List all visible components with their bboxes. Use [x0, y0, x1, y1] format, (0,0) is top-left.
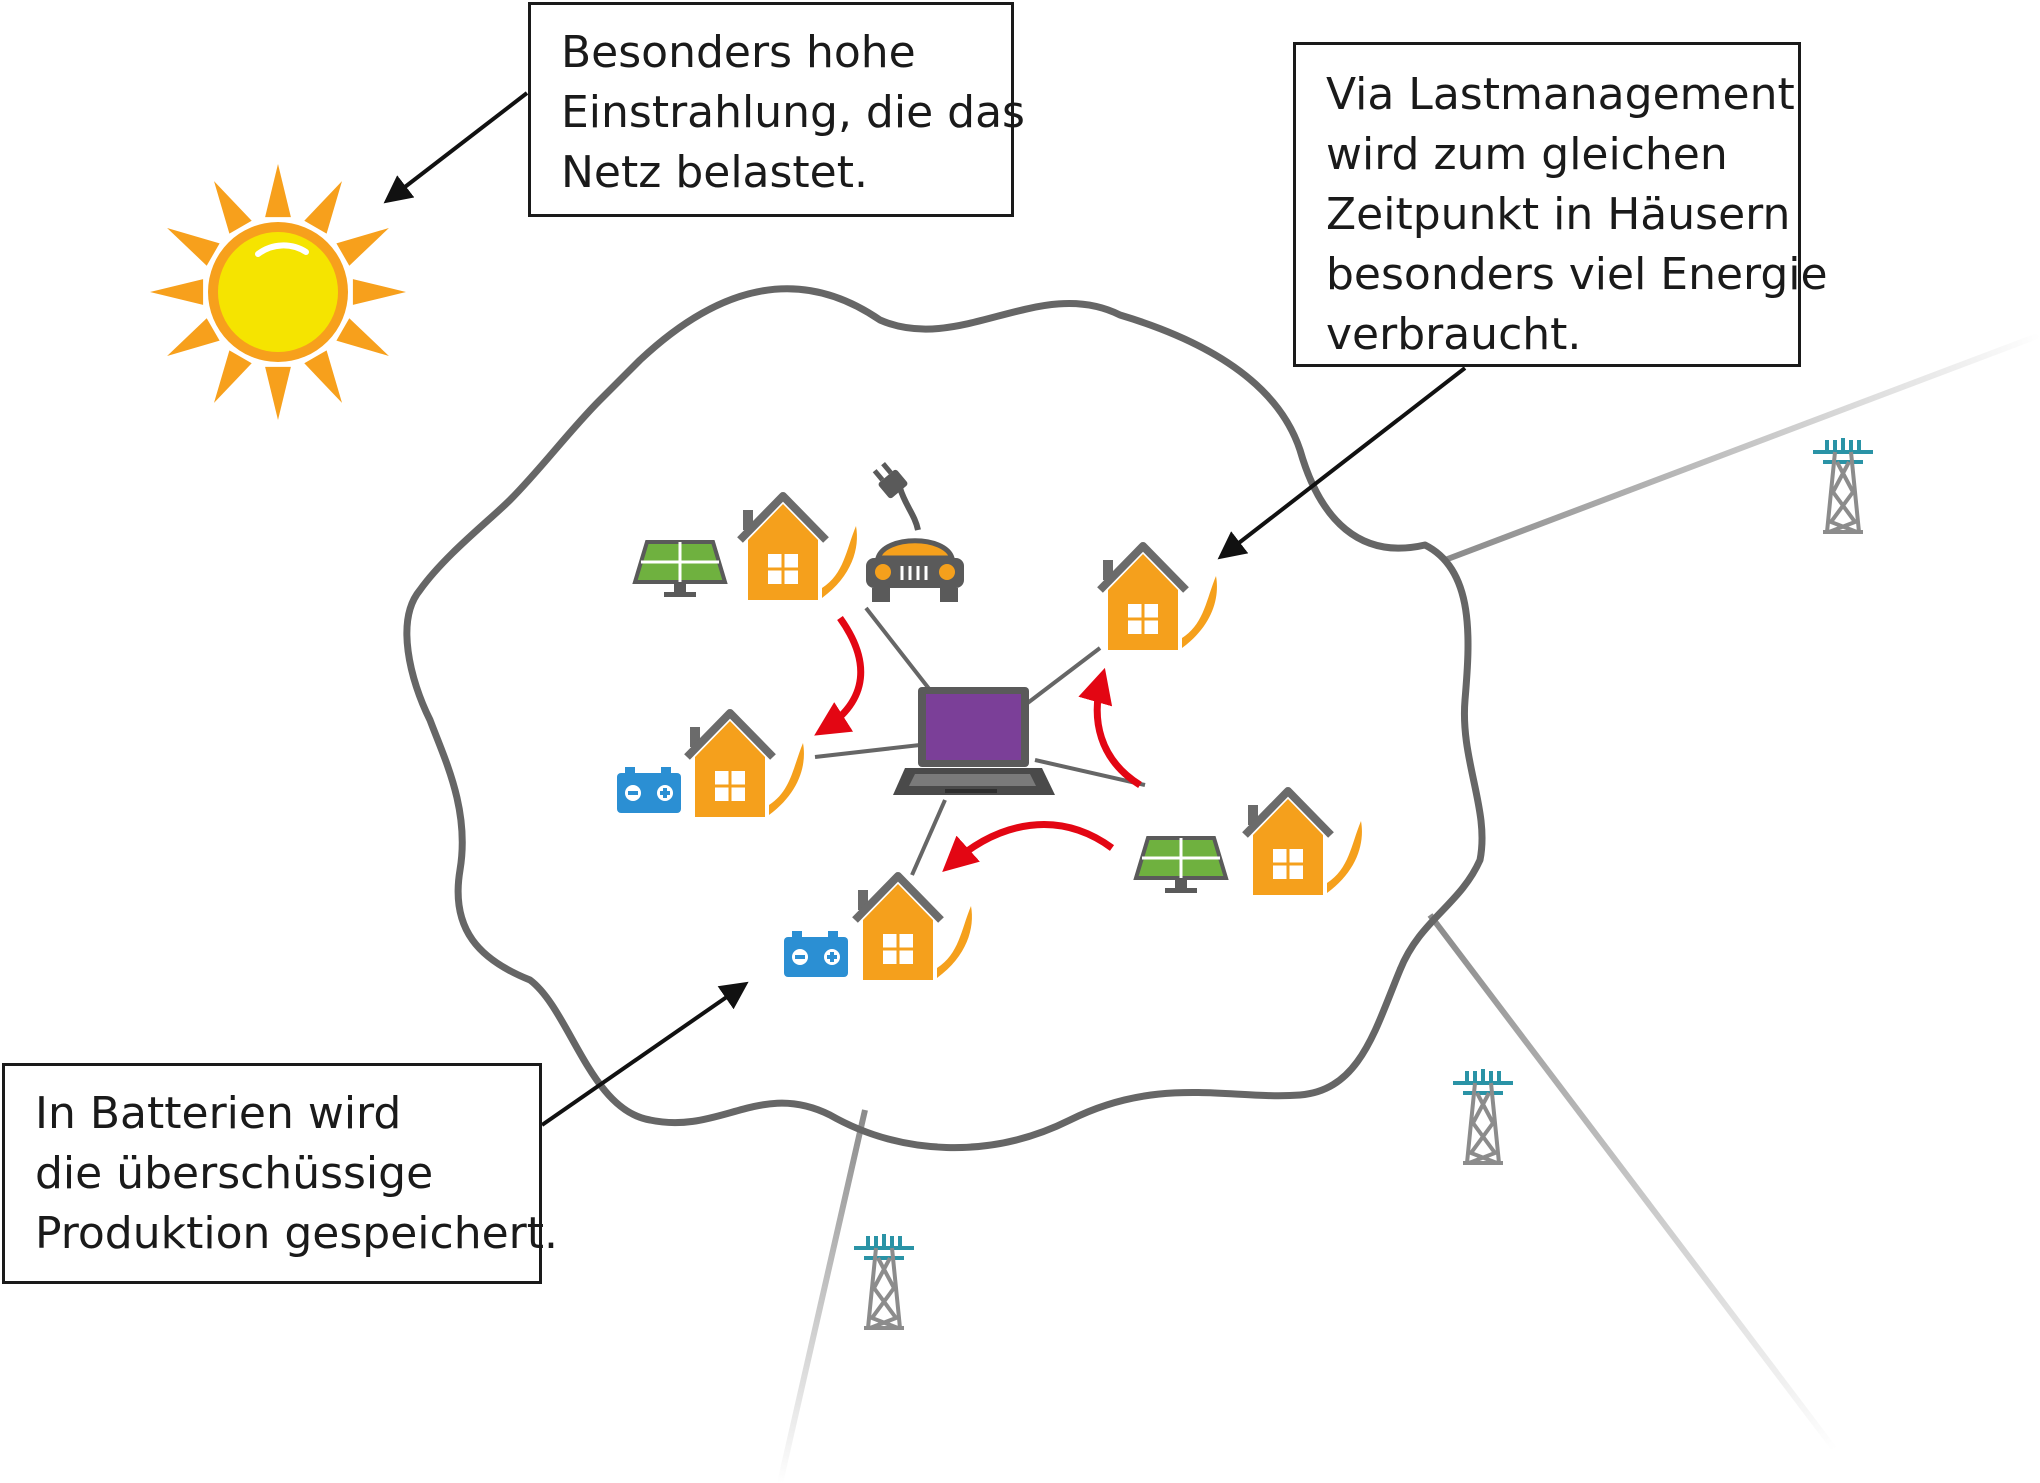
pointer-to-house: [1217, 366, 1467, 560]
sun-ray: [352, 279, 406, 305]
network-connections: [814, 606, 1146, 876]
callout-pointers: [383, 91, 1467, 1127]
callout-line: verbraucht.: [1326, 309, 1582, 360]
sun-ray: [150, 279, 204, 305]
sun-ray: [214, 350, 252, 403]
callout-line: Via Lastmanagement: [1326, 69, 1795, 120]
laptop-icon: [893, 687, 1055, 795]
sun-ray: [265, 164, 291, 218]
callout-line: Netz belastet.: [561, 147, 868, 198]
house-icon: [1100, 546, 1217, 650]
sun-ray: [304, 181, 342, 234]
solar-panel-icon: [1134, 836, 1228, 895]
flow-arrow: [1078, 667, 1142, 788]
callout-solar-irradiance: Besonders hohe Einstrahlung, die das Net…: [528, 2, 1025, 217]
grid-line-southeast: [1427, 913, 1838, 1452]
flow-arrow: [942, 821, 1115, 873]
battery-icon: [617, 767, 681, 813]
callout-line: Produktion gespeichert.: [35, 1208, 558, 1259]
sun-ray: [265, 366, 291, 420]
house-icon: [740, 496, 857, 600]
callout-line: wird zum gleichen: [1326, 129, 1728, 180]
house-icon: [687, 713, 804, 817]
energy-flow-arrows: [814, 615, 1142, 873]
electric-car-icon: [866, 462, 964, 602]
solar-panel-icon: [633, 540, 727, 599]
callout-line: Besonders hohe: [561, 27, 916, 78]
power-pylon-icon: [1811, 436, 1875, 534]
house-icon: [1245, 791, 1362, 895]
pointer-to-battery: [540, 981, 749, 1127]
callout-line: besonders viel Energie: [1326, 249, 1828, 300]
callout-line: die überschüssige: [35, 1148, 434, 1199]
callout-battery-storage: In Batterien wird die überschüssige Prod…: [2, 1063, 558, 1284]
pointer-to-sun: [383, 91, 529, 204]
sun-ray: [214, 181, 252, 234]
power-pylon-icon: [1451, 1067, 1515, 1165]
sun-rays: [150, 164, 406, 420]
power-pylon-icon: [852, 1232, 916, 1330]
sun-icon: [150, 164, 406, 420]
sun-ray: [304, 350, 342, 403]
community-boundary: [403, 285, 1486, 1152]
house-icon: [855, 876, 972, 980]
callout-load-management: Via Lastmanagement wird zum gleichen Zei…: [1293, 42, 1828, 367]
grid-line-northeast: [1443, 332, 2040, 563]
callout-line: Einstrahlung, die das: [561, 87, 1025, 138]
sun-ray: [336, 318, 389, 356]
sun-ray: [167, 228, 220, 266]
callout-line: Zeitpunkt in Häusern: [1326, 189, 1791, 240]
sun-ray: [336, 228, 389, 266]
grid-line-south: [777, 1109, 868, 1483]
flow-arrow: [814, 615, 865, 736]
sun-ray: [167, 318, 220, 356]
callout-line: In Batterien wird: [35, 1088, 402, 1139]
battery-icon: [784, 931, 848, 977]
